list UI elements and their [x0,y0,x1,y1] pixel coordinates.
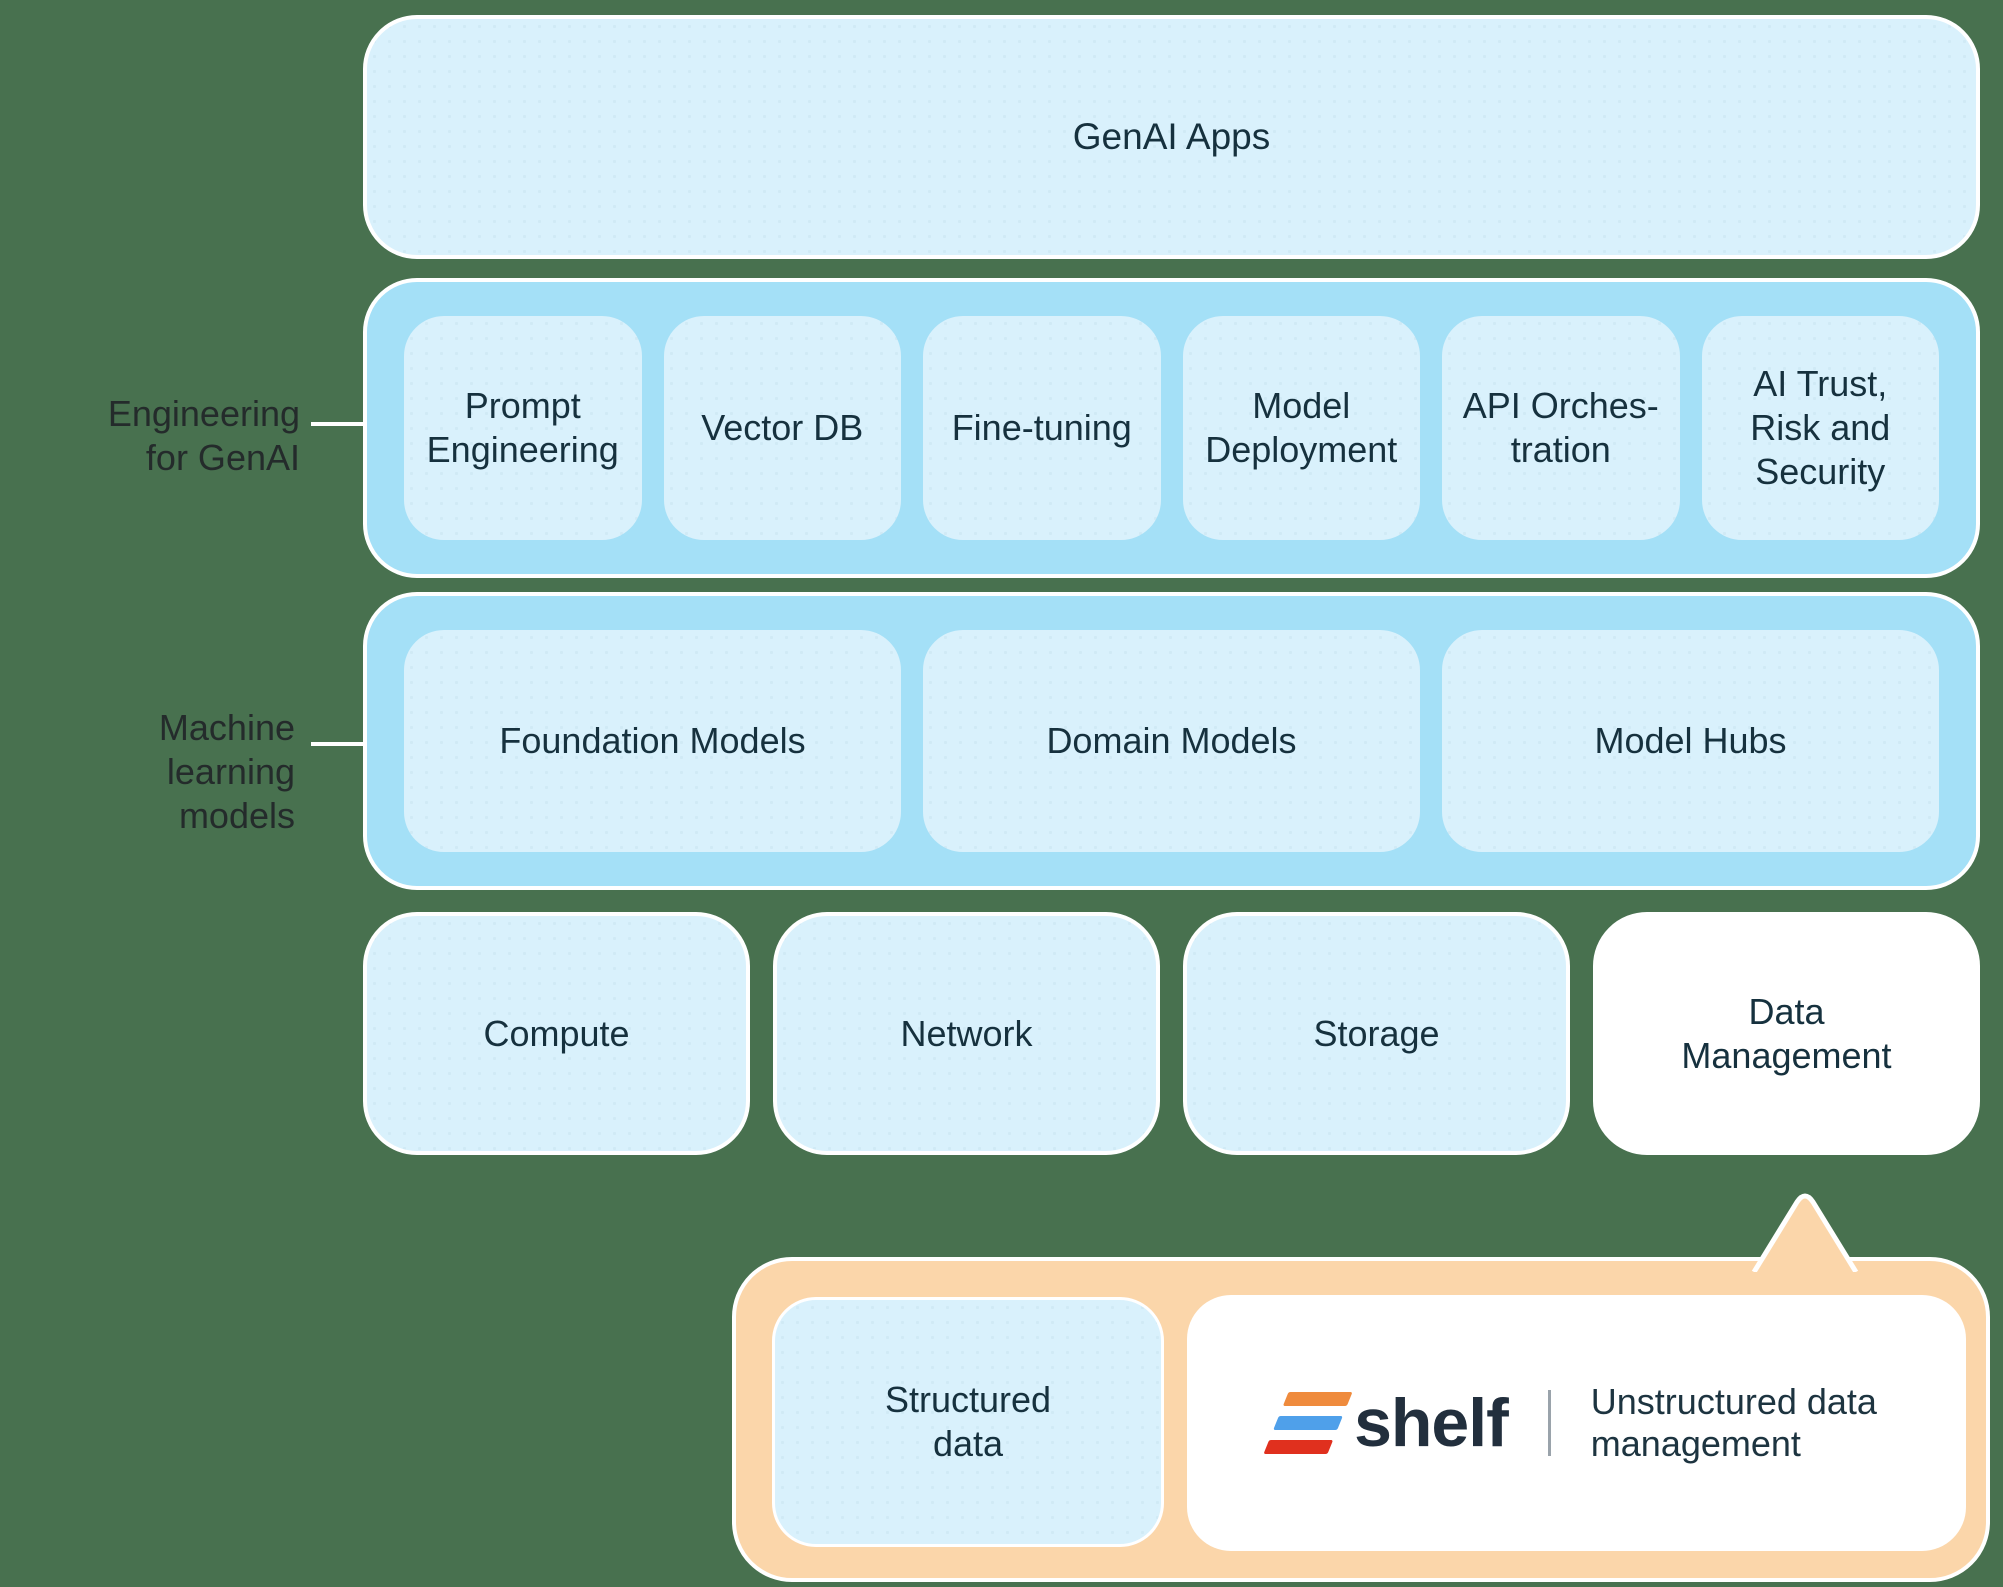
shelf-logo-bar-orange [1282,1392,1353,1406]
shelf-unstructured-box: shelf Unstructured data management [1187,1295,1966,1551]
model-hubs-box: Model Hubs [1442,630,1939,852]
infrastructure-row: Compute Network Storage Data Management [363,912,1980,1155]
ml-models-connector-line [311,742,409,746]
shelf-logo-lockup: shelf Unstructured data management [1263,1380,1877,1466]
fine-tuning-box: Fine-tuning [923,316,1161,540]
shelf-tagline: Unstructured data management [1590,1380,1877,1464]
ml-models-container: Foundation Models Domain Models Model Hu… [363,592,1980,890]
callout-tail-pointer [1751,1193,1859,1272]
domain-models-box: Domain Models [923,630,1420,852]
vector-db-box: Vector DB [663,316,901,540]
genai-apps-label: GenAI Apps [1072,116,1271,157]
shelf-wordmark: shelf [1354,1385,1509,1461]
shelf-divider-line [1547,1390,1551,1456]
shelf-logo-bar-blue [1273,1416,1343,1430]
foundation-models-box: Foundation Models [404,630,901,852]
engineering-connector-line [311,422,409,426]
engineering-side-label: Engineering for GenAI [107,393,300,478]
api-orchestration-box: API Orches- tration [1442,316,1680,540]
shelf-logo-icon [1263,1392,1353,1454]
data-management-box: Data Management [1593,912,1980,1155]
engineering-container: Prompt Engineering Vector DB Fine-tuning… [363,278,1980,578]
compute-box: Compute [363,912,750,1155]
storage-box: Storage [1183,912,1570,1155]
genai-apps-box: GenAI Apps [363,15,1980,259]
prompt-engineering-box: Prompt Engineering [404,316,642,540]
structured-data-box: Structured data [772,1297,1164,1547]
shelf-logo-bar-red [1263,1440,1334,1454]
data-management-callout: Structured data shelf Unstructured data … [732,1257,1990,1582]
ai-trust-risk-security-box: AI Trust, Risk and Security [1701,316,1939,540]
ml-models-side-label: Machine learning models [158,707,295,836]
network-box: Network [773,912,1160,1155]
model-deployment-box: Model Deployment [1182,316,1420,540]
